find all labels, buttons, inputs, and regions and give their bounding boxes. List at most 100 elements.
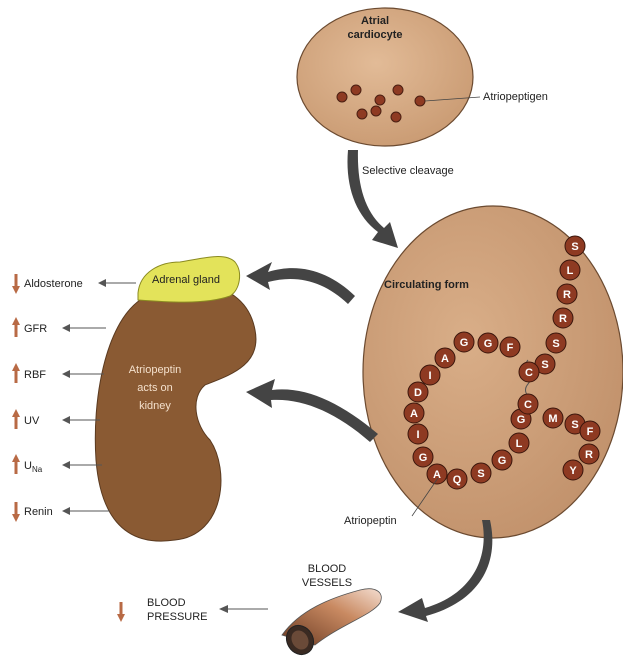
amino-acid-residue: G — [454, 332, 474, 352]
granule — [415, 96, 425, 106]
amino-acid-letter: A — [441, 353, 449, 365]
amino-acid-letter: A — [410, 408, 418, 420]
amino-acid-letter: F — [587, 426, 594, 438]
vessels-label-1: BLOOD — [308, 563, 347, 575]
amino-acid-letter: S — [571, 419, 578, 431]
effect-arrowhead — [62, 370, 70, 378]
effect-arrowhead — [62, 416, 70, 424]
effect-item: RBF — [12, 363, 104, 383]
pressure-arrowhead — [219, 605, 228, 613]
amino-acid-residue: S — [471, 463, 491, 483]
effect-label: UNa — [24, 460, 43, 474]
blood-vessel: BLOOD VESSELS — [281, 563, 381, 659]
amino-acid-letter: S — [552, 338, 559, 350]
amino-acid-residue: Q — [447, 469, 467, 489]
amino-acid-letter: G — [484, 338, 493, 350]
effect-subscript: Na — [32, 465, 43, 474]
granule — [351, 85, 361, 95]
up-arrow-icon — [12, 363, 20, 383]
amino-acid-letter: G — [498, 455, 507, 467]
effect-arrowhead — [62, 461, 70, 469]
granule — [393, 85, 403, 95]
down-arrow-icon — [12, 502, 20, 522]
amino-acid-letter: R — [559, 313, 567, 325]
arrow-to-kidney — [246, 379, 378, 442]
amino-acid-residue: C — [519, 362, 539, 382]
granule — [375, 95, 385, 105]
effect-item: UV — [12, 409, 100, 429]
atrial-cardiocyte: Atrial cardiocyte Atriopeptigen — [297, 8, 548, 146]
amino-acid-letter: G — [460, 337, 469, 349]
amino-acid-letter: R — [563, 289, 571, 301]
cardiocyte-title-1: Atrial — [361, 15, 389, 27]
amino-acid-letter: S — [571, 241, 578, 253]
up-arrow-icon — [12, 409, 20, 429]
adrenal-label: Adrenal gland — [152, 274, 220, 286]
amino-acid-letter: G — [419, 452, 428, 464]
kidney-group: Adrenal gland Atriopeptin acts on kidney — [95, 257, 256, 542]
amino-acid-residue: L — [560, 260, 580, 280]
effect-label: GFR — [24, 323, 47, 335]
cleavage-label: Selective cleavage — [362, 165, 454, 177]
amino-acid-residue: I — [408, 424, 428, 444]
amino-acid-letter: L — [516, 438, 523, 450]
pressure-label-2: PRESSURE — [147, 611, 208, 623]
effect-item: Aldosterone — [12, 274, 136, 294]
amino-acid-residue: A — [404, 403, 424, 423]
amino-acid-residue: R — [557, 284, 577, 304]
effect-label: Renin — [24, 506, 53, 518]
amino-acid-letter: Q — [453, 474, 462, 486]
effect-arrowhead — [62, 324, 70, 332]
pressure-down-arrow — [117, 602, 125, 622]
down-arrow-icon — [12, 274, 20, 294]
amino-acid-letter: S — [541, 359, 548, 371]
amino-acid-letter: M — [548, 413, 557, 425]
up-arrow-icon — [12, 454, 20, 474]
amino-acid-letter: S — [477, 468, 484, 480]
effect-item: GFR — [12, 317, 106, 337]
vessels-label-2: VESSELS — [302, 577, 352, 589]
effect-item: UNa — [12, 454, 102, 474]
arrow-to-adrenal — [246, 262, 355, 304]
kidney-text-3: kidney — [139, 400, 171, 412]
amino-acid-residue: F — [500, 337, 520, 357]
atriopeptigen-label: Atriopeptigen — [483, 91, 548, 103]
amino-acid-letter: F — [507, 342, 514, 354]
amino-acid-residue: C — [518, 394, 538, 414]
amino-acid-residue: A — [427, 464, 447, 484]
amino-acid-letter: I — [428, 370, 431, 382]
effect-arrowhead — [62, 507, 70, 515]
amino-acid-residue: A — [435, 348, 455, 368]
amino-acid-residue: G — [413, 447, 433, 467]
amino-acid-residue: G — [492, 450, 512, 470]
granule — [357, 109, 367, 119]
amino-acid-residue: R — [579, 444, 599, 464]
amino-acid-residue: R — [553, 308, 573, 328]
kidney-shape — [95, 284, 256, 541]
amino-acid-letter: R — [585, 449, 593, 461]
effect-label: RBF — [24, 369, 46, 381]
blood-pressure: BLOOD PRESSURE — [117, 597, 268, 623]
circulating-title: Circulating form — [384, 279, 469, 291]
arrows-to-kidney — [246, 262, 378, 442]
amino-acid-letter: C — [524, 399, 532, 411]
up-arrow-icon — [12, 317, 20, 337]
pressure-label-1: BLOOD — [147, 597, 186, 609]
amino-acid-residue: I — [420, 365, 440, 385]
amino-acid-letter: Y — [569, 465, 577, 477]
amino-acid-residue: L — [509, 433, 529, 453]
amino-acid-residue: M — [543, 408, 563, 428]
effect-label: UV — [24, 415, 40, 427]
granule — [371, 106, 381, 116]
amino-acid-letter: I — [416, 429, 419, 441]
amino-acid-letter: C — [525, 367, 533, 379]
down-arrow-icon — [117, 602, 125, 622]
amino-acid-residue: G — [478, 333, 498, 353]
circulating-cell — [363, 206, 623, 538]
amino-acid-residue: F — [580, 421, 600, 441]
amino-acid-letter: D — [414, 387, 422, 399]
amino-acid-residue: D — [408, 382, 428, 402]
